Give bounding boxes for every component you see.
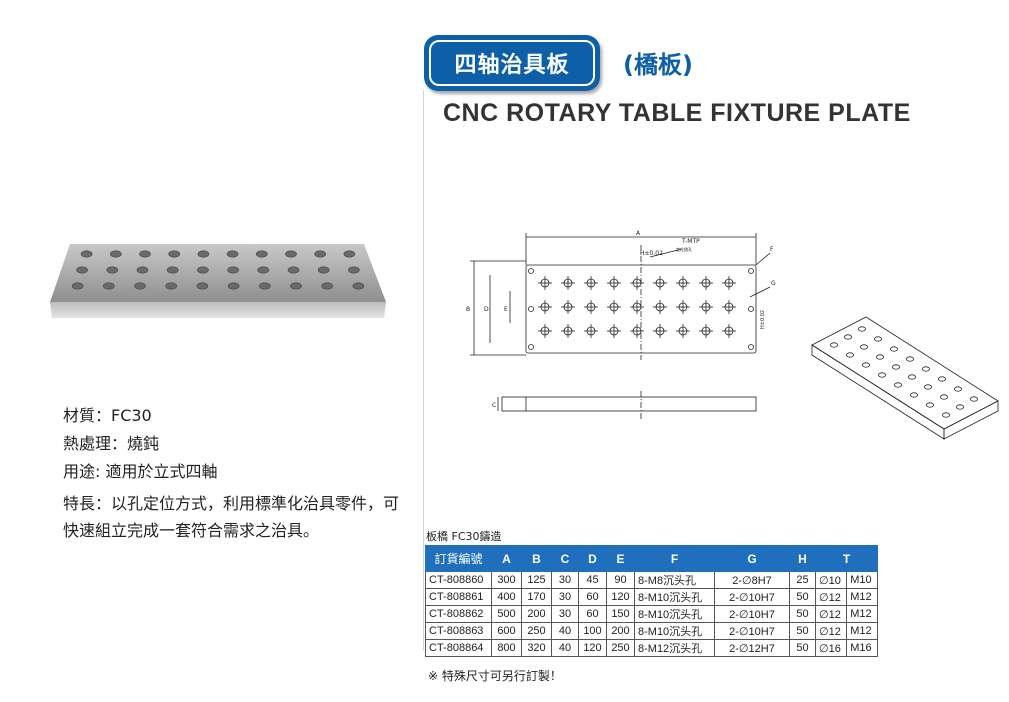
dim-b-label: B — [466, 306, 470, 313]
table-cell: 8-M12沉头孔 — [634, 639, 715, 657]
dim-c-label: C — [492, 402, 496, 409]
table-cell: 30 — [551, 571, 579, 589]
page-title: CNC ROTARY TABLE FIXTURE PLATE — [443, 99, 911, 127]
table-cell: M12 — [846, 622, 878, 640]
table-cell: ∅12 — [814, 605, 848, 623]
table-cell: 8-M10沉头孔 — [634, 605, 715, 623]
title-badge-text: 四轴治具板 — [429, 40, 595, 86]
col-header: G — [714, 545, 790, 572]
table-cell: M10 — [846, 571, 878, 589]
table-cell: 2-∅8H7 — [714, 571, 790, 589]
table-cell: ∅16 — [814, 639, 848, 657]
table-cell: 600 — [491, 622, 522, 640]
table-cell: 50 — [789, 605, 816, 623]
col-header: T — [815, 545, 878, 572]
title-badge: 四轴治具板 — [424, 35, 600, 91]
table-cell: 2-∅10H7 — [714, 622, 790, 640]
table-cell: 170 — [521, 588, 552, 606]
dim-h-label: H±0.02 — [640, 250, 663, 257]
table-cell: 2-∅10H7 — [714, 605, 790, 623]
table-cell: 200 — [521, 605, 552, 623]
tmtp-label: T-MTP — [681, 238, 700, 245]
spec-material: 材質：FC30 — [63, 406, 152, 425]
table-cell: 8-M8沉头孔 — [634, 571, 715, 589]
product-photo — [50, 244, 386, 318]
col-header: C — [551, 545, 579, 572]
spec-usage: 用途: 適用於立式四軸 — [63, 462, 218, 481]
table-cell: M12 — [846, 588, 878, 606]
table-cell: 90 — [606, 571, 635, 589]
table-cell: 320 — [521, 639, 552, 657]
table-cell: 125 — [521, 571, 552, 589]
col-header: A — [491, 545, 522, 572]
subtitle-cn: (橋板) — [623, 51, 693, 79]
technical-drawing: A B D E F G C H±0.02 T-MTP 定位銷孔 H±0.02 — [466, 230, 776, 420]
table-cell: 45 — [578, 571, 607, 589]
dim-h2-label: H±0.02 — [760, 310, 766, 329]
table-cell: 30 — [551, 588, 579, 606]
table-cell: 50 — [789, 588, 816, 606]
table-cell: 400 — [491, 588, 522, 606]
table-cell: ∅12 — [814, 622, 848, 640]
table-cell: 50 — [789, 639, 816, 657]
dim-d-label: D — [484, 306, 489, 313]
table-cell: 50 — [789, 622, 816, 640]
table-cell: CT-808861 — [425, 588, 492, 606]
dim-g-label: G — [771, 280, 776, 287]
table-cell: ∅12 — [814, 588, 848, 606]
col-header: B — [521, 545, 552, 572]
table-caption: 板橋 FC30鑄造 — [426, 530, 502, 543]
table-header-row: 訂貨編號 A B C D E F G H T — [425, 545, 878, 572]
table-cell: 500 — [491, 605, 522, 623]
table-cell: 60 — [578, 605, 607, 623]
isometric-drawing — [811, 316, 999, 440]
col-header: H — [789, 545, 816, 572]
col-header: D — [578, 545, 607, 572]
tmtp-sub-label: 定位銷孔 — [676, 246, 692, 252]
table-note: ※ 特殊尺寸可另行訂製！ — [428, 669, 562, 683]
table-cell: 300 — [491, 571, 522, 589]
table-cell: 150 — [606, 605, 635, 623]
table-cell: 250 — [521, 622, 552, 640]
table-cell: 8-M10沉头孔 — [634, 588, 715, 606]
table-cell: 2-∅12H7 — [714, 639, 790, 657]
table-cell: 2-∅10H7 — [714, 588, 790, 606]
table-cell: 120 — [606, 588, 635, 606]
col-header: F — [634, 545, 715, 572]
table-cell: M16 — [846, 639, 878, 657]
table-cell: CT-808862 — [425, 605, 492, 623]
table-cell: 40 — [551, 639, 579, 657]
table-cell: 800 — [491, 639, 522, 657]
table-cell: 200 — [606, 622, 635, 640]
table-cell: 100 — [578, 622, 607, 640]
table-cell: M12 — [846, 605, 878, 623]
table-cell: 120 — [578, 639, 607, 657]
table-cell: 250 — [606, 639, 635, 657]
dim-e-label: E — [504, 306, 508, 313]
spec-features: 特長：以孔定位方式，利用標準化治具零件，可快速組立完成一套符合需求之治具。 — [63, 494, 400, 540]
table-cell: 8-M10沉头孔 — [634, 622, 715, 640]
table-cell: ∅10 — [814, 571, 848, 589]
col-header: E — [606, 545, 635, 572]
table-cell: 60 — [578, 588, 607, 606]
spec-heat-treatment: 熱處理：燒鈍 — [63, 434, 160, 453]
dim-f-label: F — [770, 246, 774, 253]
table-cell: CT-808860 — [425, 571, 492, 589]
table-cell: 40 — [551, 622, 579, 640]
vertical-divider — [423, 90, 424, 650]
table-cell: CT-808863 — [425, 622, 492, 640]
dim-a-label: A — [636, 230, 641, 237]
table-cell: 30 — [551, 605, 579, 623]
table-cell: 25 — [789, 571, 816, 589]
table-cell: CT-808864 — [425, 639, 492, 657]
col-header: 訂貨編號 — [425, 545, 492, 572]
